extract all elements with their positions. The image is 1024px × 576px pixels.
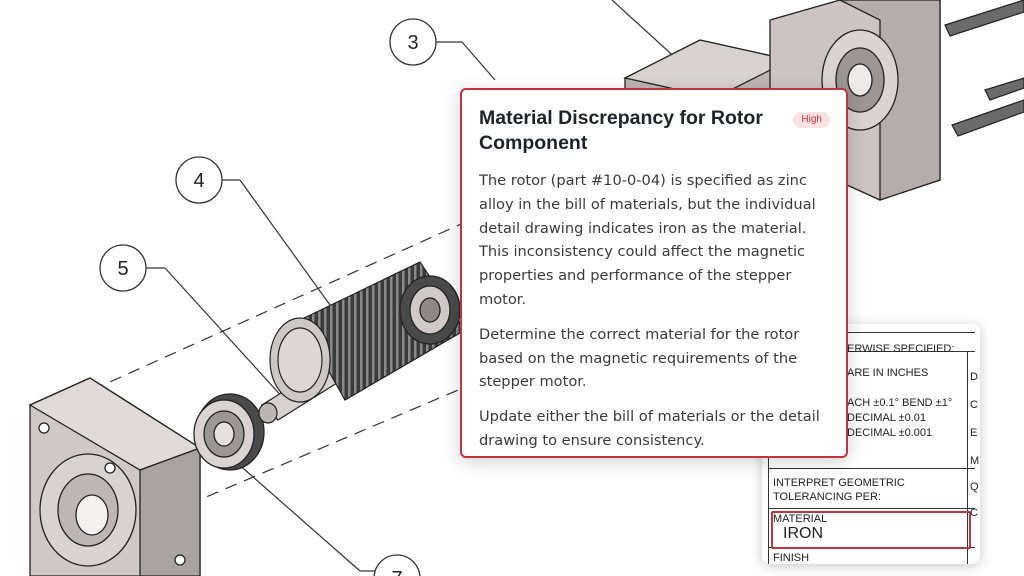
leader-lines	[146, 0, 681, 572]
tb-side-letter: M	[970, 455, 980, 467]
tb-material-label: MATERIAL	[773, 513, 828, 525]
tb-interpret-line1: INTERPRET GEOMETRIC	[773, 477, 905, 489]
assembly-bolts	[944, 0, 1024, 137]
tb-side-letter: C	[970, 507, 978, 519]
issue-body: The rotor (part #10-0-04) is specified a…	[479, 169, 828, 453]
severity-badge: High	[793, 112, 830, 128]
material-highlight-box	[771, 511, 971, 549]
issue-card[interactable]: Material Discrepancy for Rotor Component…	[460, 88, 848, 458]
issue-recommendation: Determine the correct material for the r…	[479, 325, 800, 391]
tb-tolerance-two-place: DECIMAL ±0.01	[847, 412, 926, 424]
svg-text:3: 3	[407, 32, 418, 54]
tb-material-value: IRON	[783, 525, 823, 542]
issue-title: Material Discrepancy for Rotor Component	[479, 107, 763, 154]
tb-finish-label: FINISH	[773, 552, 810, 564]
title-block-frame: ERWISE SPECIFIED: ARE IN INCHES ACH ±0.1…	[768, 332, 979, 564]
callout-balloon-4: 4	[175, 156, 223, 204]
tb-side-letter: D	[970, 371, 978, 383]
front-bearing	[193, 393, 265, 471]
tb-unless-specified: ERWISE SPECIFIED:	[847, 343, 955, 355]
callout-balloon-3: 3	[389, 18, 437, 66]
tb-side-letter: Q	[970, 481, 979, 493]
callout-balloon-7: 7	[373, 554, 421, 576]
front-end-plate	[28, 377, 202, 576]
callout-balloon-5: 5	[99, 244, 147, 292]
svg-text:5: 5	[117, 258, 128, 280]
tb-interpret-line2: TOLERANCING PER:	[773, 491, 881, 503]
tb-tolerance-three-place: DECIMAL ±0.001	[847, 427, 933, 439]
tb-side-letter: E	[970, 427, 978, 439]
issue-description: The rotor (part #10-0-04) is specified a…	[479, 172, 816, 308]
rear-end-cap	[769, 0, 941, 201]
tb-units-inches: ARE IN INCHES	[847, 367, 929, 379]
svg-text:7: 7	[391, 568, 402, 576]
rear-bearing	[399, 275, 461, 345]
issue-action: Update either the bill of materials or t…	[479, 408, 820, 449]
tb-side-letter: C	[970, 399, 978, 411]
svg-text:4: 4	[193, 170, 204, 192]
tb-tolerance-mach: ACH ±0.1° BEND ±1°	[847, 397, 953, 409]
